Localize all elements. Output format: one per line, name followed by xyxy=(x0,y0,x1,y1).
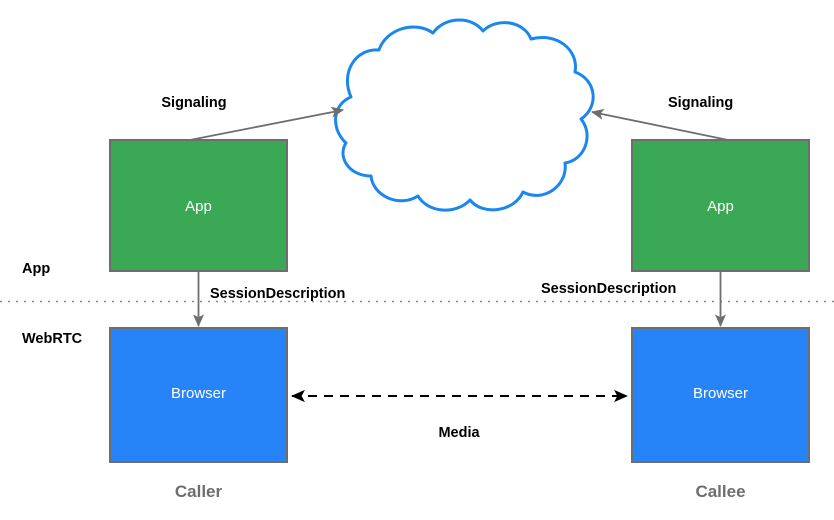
caller-app-label: App xyxy=(185,198,212,215)
callee-browser-label: Browser xyxy=(693,385,748,402)
app-layer-label: App xyxy=(22,261,50,277)
caller-signaling-label: Signaling xyxy=(161,95,226,111)
callee-browser: Browser xyxy=(631,327,810,463)
caller-signaling-arrow xyxy=(189,106,344,141)
caller-browser-label: Browser xyxy=(171,385,226,402)
signaling-cloud xyxy=(334,18,595,212)
caller-browser: Browser xyxy=(109,327,288,463)
callee-sessiondescription-label: SessionDescription xyxy=(541,281,676,297)
webrtc-layer-label: WebRTC xyxy=(22,331,83,347)
callee-signaling-label: Signaling xyxy=(668,95,733,111)
callee-app: App xyxy=(631,139,810,272)
media-link-label: Media xyxy=(438,425,480,441)
caller-sessiondescription-label: SessionDescription xyxy=(210,286,345,302)
caller-role-label: Caller xyxy=(175,482,223,501)
callee-role-label: Callee xyxy=(695,482,745,501)
callee-app-label: App xyxy=(707,198,734,215)
caller-app: App xyxy=(109,139,288,272)
callee-signaling-arrow xyxy=(591,108,729,141)
